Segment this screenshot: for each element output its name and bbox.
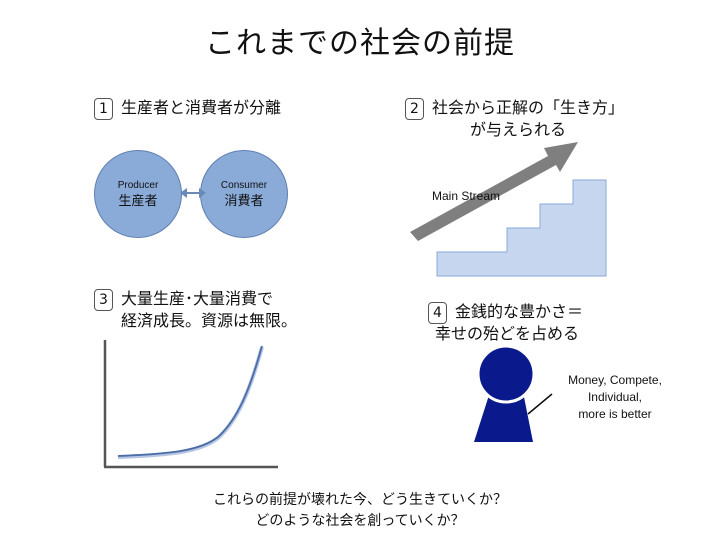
section1-number: 1 <box>94 97 113 120</box>
section4-heading-line1: 金銭的な豊かさ＝ <box>455 302 584 321</box>
section1-heading: 1 生産者と消費者が分離 <box>94 96 281 120</box>
producer-circle: Producer 生産者 <box>94 150 182 238</box>
section3-heading-line1: 大量生産･大量消費で <box>121 289 274 308</box>
producer-label-jp: 生産者 <box>118 193 158 209</box>
section2-heading-line1: 社会から正解の「生き方」 <box>432 98 625 117</box>
section4-number: 4 <box>428 301 447 324</box>
main-stream-arrow-icon <box>410 142 578 241</box>
person-icon <box>474 344 536 442</box>
section2-heading-line2: が与えられる <box>470 120 567 139</box>
speech-line: Money, Compete, <box>568 373 662 387</box>
producer-label-en: Producer <box>117 179 159 191</box>
main-stream-label: Main Stream <box>432 189 501 203</box>
section4-heading-line2: 幸せの殆どを占める <box>435 324 580 343</box>
section2-number: 2 <box>405 97 424 120</box>
speech-line: Individual, <box>587 390 643 404</box>
section1-heading-text: 生産者と消費者が分離 <box>121 98 282 117</box>
consumer-label-en: Consumer <box>220 179 268 191</box>
footer-line2: どのような社会を創っていくか？ <box>255 513 465 529</box>
footer-line1: これらの前提が壊れた今、どう生きていくか？ <box>213 492 507 508</box>
section3-heading-line2: 経済成長。資源は無限。 <box>121 311 298 330</box>
consumer-label-jp: 消費者 <box>224 193 264 209</box>
section2-heading: 2 社会から正解の「生き方」 <box>405 96 624 120</box>
section4-heading: 4 金銭的な豊かさ＝ <box>428 300 583 324</box>
exponential-curve <box>117 346 264 459</box>
growth-chart <box>103 340 278 469</box>
speech-line: more is better <box>578 407 652 421</box>
page-title: これまでの社会の前提 <box>205 26 515 61</box>
speech-pointer <box>527 393 553 415</box>
section3-heading: 3 大量生産･大量消費で <box>94 287 273 311</box>
speech-text: Money, Compete, Individual, more is bett… <box>553 372 677 423</box>
double-arrow-icon <box>180 188 206 198</box>
consumer-circle: Consumer 消費者 <box>200 150 288 238</box>
section3-number: 3 <box>94 288 113 311</box>
stairs-shape <box>436 179 607 277</box>
